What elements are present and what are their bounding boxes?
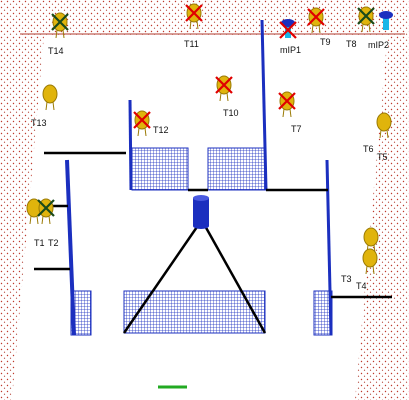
mesh-wall-left-upper	[131, 147, 189, 191]
red-x-mark-icon	[133, 111, 151, 129]
sensor-label: T11	[184, 39, 199, 49]
brace-right	[202, 223, 267, 334]
sensor-t2: T2	[37, 198, 59, 248]
sensor-icon	[362, 248, 378, 275]
sensor-t10: T10	[215, 75, 239, 118]
green-x-mark-icon	[357, 7, 375, 25]
green-x-mark-icon	[51, 13, 69, 31]
green-x-mark-icon	[37, 199, 55, 217]
sensor-label: T7	[291, 124, 302, 134]
sensor-t9: T9	[307, 7, 331, 47]
sensor-label: T1	[34, 238, 45, 248]
sensor-label: T3	[341, 274, 352, 284]
sensor-mip1: mIP1	[279, 19, 301, 55]
red-x-mark-icon	[278, 92, 296, 110]
sensor-label: T6	[363, 144, 374, 154]
post-left-tall	[65, 159, 76, 336]
sensor-t3: T3	[341, 227, 379, 284]
sensor-t6: T6	[363, 112, 392, 154]
sensor-label: T9	[320, 37, 331, 47]
sensor-t12: T12	[133, 110, 169, 137]
central-column	[193, 195, 209, 229]
sensor-t14: T14	[48, 12, 69, 56]
red-x-mark-icon	[215, 76, 233, 94]
mesh-wall-right-upper	[207, 147, 267, 191]
sensor-icon	[42, 84, 58, 111]
post-center-left	[128, 99, 133, 191]
sensor-t11: T11	[184, 3, 203, 49]
sensor-mip2: mIP2	[368, 11, 393, 50]
sensor-t13: T13	[31, 84, 58, 128]
mesh-wall-left-lower	[70, 290, 92, 336]
sensor-label: T5	[377, 152, 388, 162]
sensor-t8: T8	[346, 6, 375, 49]
sensor-label: T10	[223, 108, 239, 118]
red-x-mark-icon	[185, 4, 203, 22]
sensor-icon	[376, 112, 392, 139]
sensor-label: T4	[356, 281, 367, 291]
red-x-mark-icon	[307, 8, 325, 26]
sensor-t7: T7	[278, 91, 302, 134]
sensor-t4: T4	[356, 248, 378, 291]
sensor-label: mIP1	[280, 45, 301, 55]
sensor-t1: T1	[26, 198, 45, 248]
sensor-label: T2	[48, 238, 59, 248]
post-center-right	[260, 19, 268, 191]
sensor-label: T12	[153, 125, 169, 135]
red-x-mark-icon	[279, 21, 297, 39]
mesh-wall-right-lower	[313, 290, 333, 336]
sensor-icon	[363, 227, 379, 254]
sensor-label: T14	[48, 46, 64, 56]
sensor-t5: T5	[377, 152, 388, 162]
sensor-label: T13	[31, 118, 47, 128]
sensor-label: mIP2	[368, 40, 389, 50]
sensor-label: T8	[346, 39, 357, 49]
brace-left	[122, 223, 201, 334]
probe-icon	[379, 11, 393, 30]
